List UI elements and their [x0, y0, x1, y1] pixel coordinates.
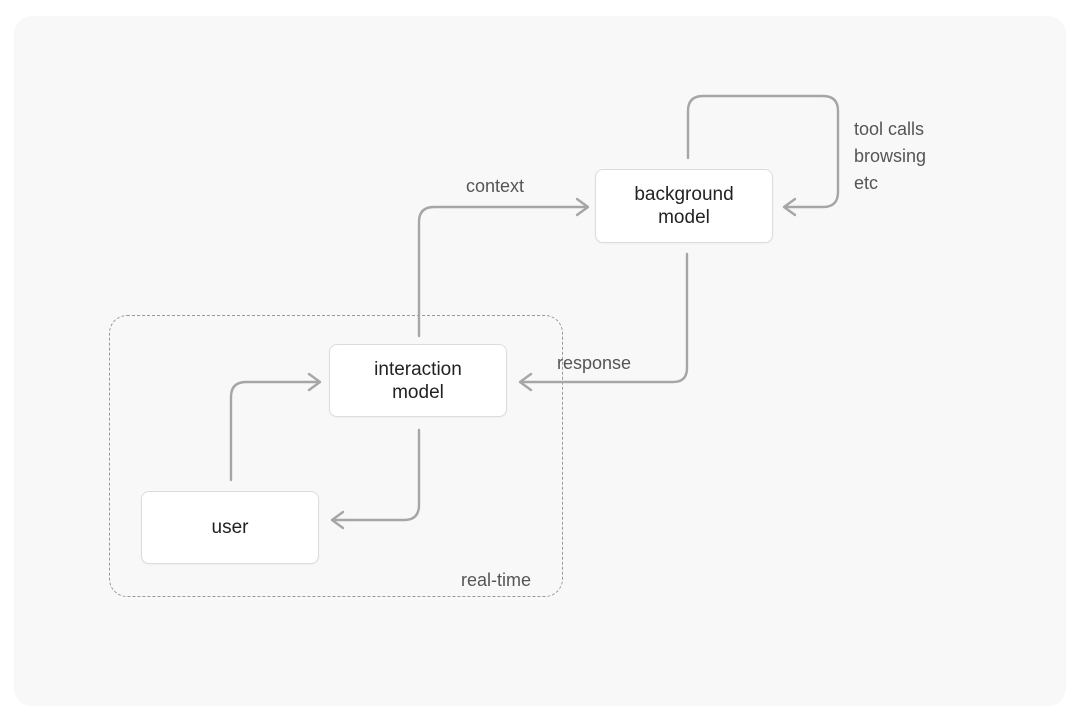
user-label: user: [211, 517, 249, 538]
tool-calls-line2: browsing: [854, 146, 927, 166]
arrowhead-user-to-interaction: [307, 372, 322, 392]
response-label: response: [557, 353, 632, 373]
arrowhead-response: [518, 372, 533, 392]
edge-tool-loop: [686, 94, 840, 209]
interaction-model-label-line1: interaction: [374, 358, 462, 380]
edge-interaction-to-user: [332, 428, 421, 522]
tool-calls-label: tool calls browsing etc: [854, 116, 926, 197]
arrowhead-tool-loop: [782, 197, 797, 217]
background-model-label-line2: model: [658, 207, 710, 228]
diagram-canvas: [14, 16, 1066, 706]
tool-calls-line1: tool calls: [854, 119, 925, 139]
background-model-label-line1: background: [634, 184, 734, 205]
real-time-label: real-time: [461, 570, 532, 590]
arrowhead-context: [575, 197, 590, 217]
edge-response: [519, 252, 689, 384]
arrowhead-interaction-to-user: [330, 510, 345, 530]
tool-calls-line3: etc: [854, 173, 879, 193]
real-time-group: [109, 315, 563, 597]
context-label: context: [466, 176, 525, 196]
edge-user-to-interaction: [229, 380, 320, 482]
edge-context: [417, 205, 588, 338]
interaction-model-label-line2: model: [392, 381, 444, 403]
interaction-model-node: interaction model: [329, 344, 507, 417]
user-node: user: [141, 491, 319, 564]
background-model-node: background model: [595, 169, 773, 243]
